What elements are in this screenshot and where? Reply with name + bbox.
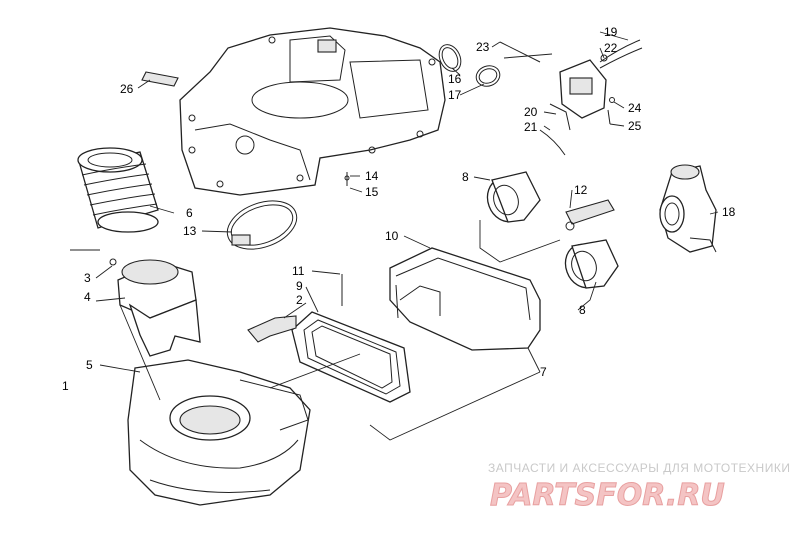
- adapter-collar: [109, 258, 201, 357]
- ring-16: [438, 44, 462, 72]
- coupler-8-upper: [486, 171, 541, 223]
- hose-clamp-13: [226, 200, 298, 250]
- callout-11: 11: [292, 264, 305, 278]
- ring-17: [475, 65, 501, 87]
- callout-10: 10: [385, 229, 399, 243]
- callout-26: 26: [120, 82, 134, 96]
- air-box-lower-housing: [127, 359, 311, 506]
- callout-18: 18: [722, 205, 736, 219]
- clamp-12: [565, 199, 615, 231]
- filter-box: [389, 247, 541, 351]
- air-box-cover-plate: [179, 27, 446, 196]
- watermark-tagline: ЗАПЧАСТИ И АКСЕССУАРЫ ДЛЯ МОТОТЕХНИКИ: [488, 461, 790, 475]
- callout-17: 17: [448, 88, 462, 102]
- callout-13: 13: [183, 224, 197, 238]
- bellows-boot: [77, 147, 159, 233]
- callout-25: 25: [628, 119, 642, 133]
- callout-16: 16: [448, 72, 462, 86]
- callout-22: 22: [604, 41, 618, 55]
- carburetor: [659, 164, 717, 253]
- leader-lines: [70, 31, 719, 441]
- callout-8-upper: 8: [462, 170, 469, 184]
- callout-5: 5: [86, 358, 93, 372]
- watermark-brand: PARTSFOR.RU: [490, 478, 725, 513]
- callout-19: 19: [604, 25, 618, 39]
- callout-9: 9: [296, 279, 303, 293]
- fuel-pump-assembly: [499, 39, 643, 156]
- callouts: 1 2 3 4 5 6 7 8 8 9 10 11 12 13 14 15 16…: [62, 25, 736, 393]
- clip-2: [247, 315, 297, 343]
- callout-24: 24: [628, 101, 642, 115]
- callout-3: 3: [84, 271, 91, 285]
- watermark: ЗАПЧАСТИ И АКСЕССУАРЫ ДЛЯ МОТОТЕХНИКИ PA…: [488, 461, 790, 514]
- coupler-8-lower: [564, 239, 619, 289]
- callout-12: 12: [574, 183, 588, 197]
- callout-4: 4: [84, 290, 91, 304]
- callout-7: 7: [540, 365, 547, 379]
- callout-15: 15: [365, 185, 379, 199]
- callout-8-lower: 8: [579, 303, 586, 317]
- callout-2: 2: [296, 293, 303, 307]
- decal-strip: [141, 71, 179, 87]
- callout-21: 21: [524, 120, 538, 134]
- callout-6: 6: [186, 206, 193, 220]
- callout-20: 20: [524, 105, 538, 119]
- callout-1: 1: [62, 379, 69, 393]
- callout-23: 23: [476, 40, 490, 54]
- callout-14: 14: [365, 169, 379, 183]
- screw-15: [344, 172, 350, 186]
